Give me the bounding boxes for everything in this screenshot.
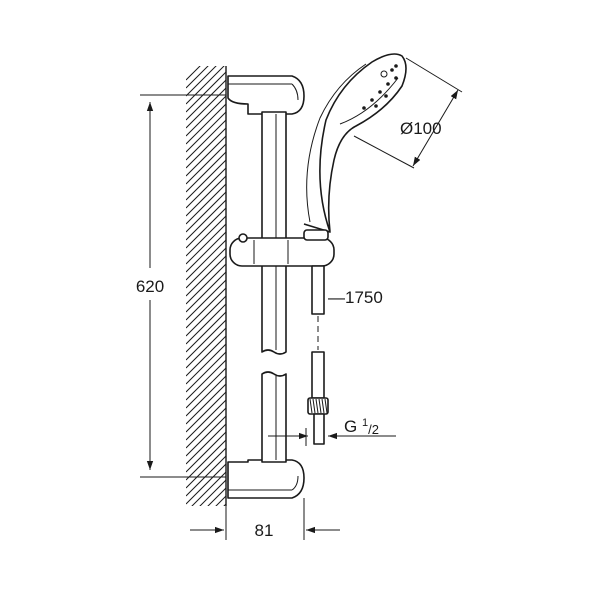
rail-height-label: 620 bbox=[136, 277, 164, 296]
wall-hatching bbox=[186, 66, 227, 506]
wall-offset-dimension: 81 bbox=[190, 498, 340, 540]
top-wall-bracket bbox=[227, 75, 305, 115]
hand-shower-head bbox=[303, 53, 407, 241]
head-diameter-label: Ø100 bbox=[400, 119, 442, 138]
hose-length-callout: —1750 bbox=[328, 288, 383, 307]
bottom-wall-bracket bbox=[227, 459, 305, 499]
thread-numerator: 1 bbox=[362, 417, 368, 429]
rail-height-extension-lines bbox=[140, 94, 226, 478]
thread-dimension: G 1/2 bbox=[268, 417, 396, 446]
shower-hose bbox=[307, 265, 329, 445]
hose-length-label: —1750 bbox=[328, 288, 383, 307]
slider-holder bbox=[229, 233, 335, 267]
thread-denominator: /2 bbox=[368, 422, 379, 437]
rail-height-dimension: 620 bbox=[136, 102, 164, 470]
head-diameter-dimension: Ø100 bbox=[353, 57, 463, 169]
shower-rail bbox=[261, 111, 287, 463]
svg-text:G 1/2: G 1/2 bbox=[344, 417, 379, 437]
thread-prefix: G bbox=[344, 417, 362, 436]
wall-offset-label: 81 bbox=[255, 521, 274, 540]
